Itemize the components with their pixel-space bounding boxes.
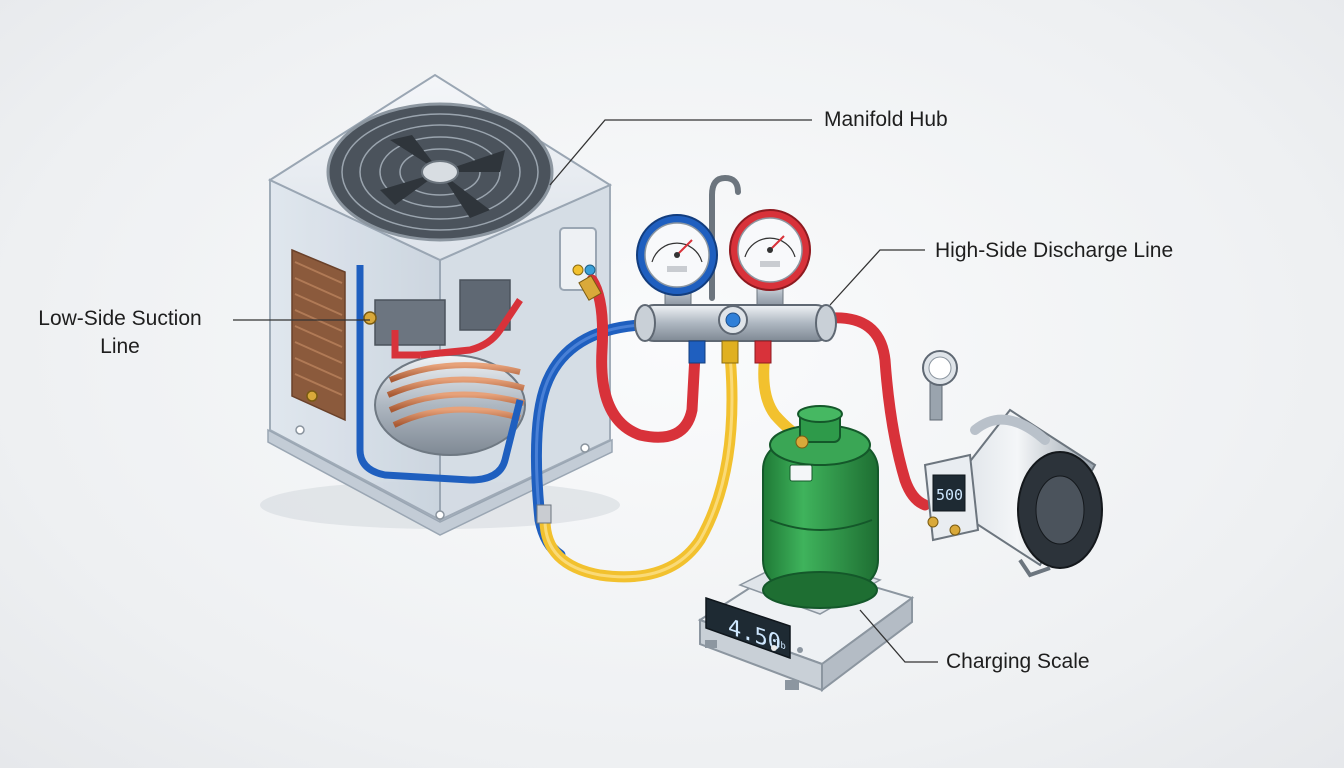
pump-display-reading: 500 [936,486,963,504]
high-side-gauge [729,209,811,311]
charging-scale-label: Charging Scale [946,650,1090,673]
high-side-discharge-line-label: High-Side Discharge Line [935,239,1174,262]
fan-guard [326,102,554,242]
callout-lines [233,119,938,663]
manifold-hub-leader [549,119,812,186]
refrigerant-tank [762,405,879,609]
vacuum-pump: 500 [922,350,1103,578]
manifold-hub [634,304,837,364]
manifold-gauge-set [634,174,837,364]
scale-display-unit: lb [775,638,786,652]
high-side-hose-pump [824,312,931,511]
high-side-hose-unit [586,274,701,443]
charging-scale-leader [859,609,938,663]
manifold-hub-label: Manifold Hub [824,108,948,131]
low-side-suction-line-label: Low-Side Suction Line [38,307,202,358]
high-side-leader [829,249,925,306]
condenser-coil [291,248,346,422]
low-side-gauge [636,214,718,311]
ac-condenser-unit [260,73,620,536]
